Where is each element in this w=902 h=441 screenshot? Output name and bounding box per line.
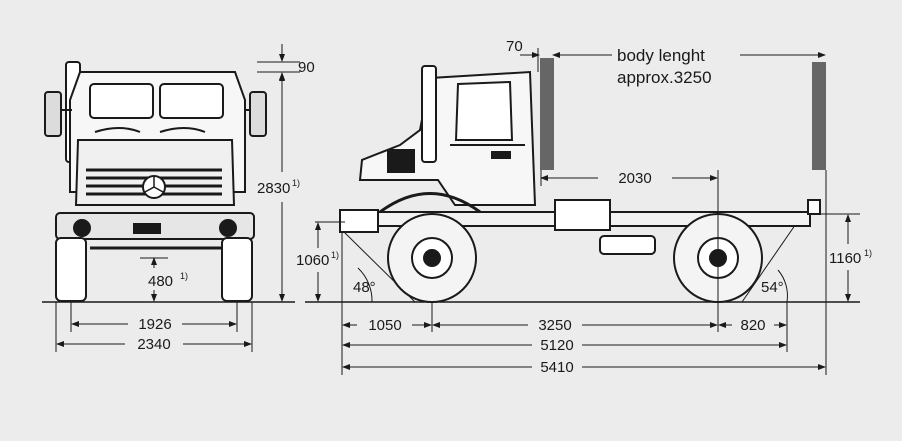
footnote-1160: 1) — [864, 248, 872, 258]
footnote-480: 1) — [180, 271, 188, 281]
label-1060: 1060 — [296, 252, 329, 269]
footnote-2830: 1) — [292, 178, 300, 188]
front-right-wheel — [221, 237, 253, 302]
label-5410: 5410 — [540, 359, 573, 376]
label-1926: 1926 — [138, 316, 171, 333]
side-view — [305, 65, 860, 303]
label-70: 70 — [506, 38, 523, 55]
front-hood — [74, 139, 236, 206]
front-left-window — [89, 83, 154, 119]
side-front-bumper — [339, 209, 379, 233]
dimension-labels: 90 2830 1) 480 1) 1926 2340 70 body leng… — [137, 38, 872, 376]
front-fender — [379, 192, 481, 214]
label-480: 480 — [148, 273, 173, 290]
front-left-headlight — [73, 219, 91, 237]
label-1160: 1160 — [829, 250, 861, 267]
label-3250: 3250 — [538, 317, 571, 334]
body-start-marker — [540, 58, 554, 170]
front-dimensions — [55, 44, 300, 352]
angle-48: 48° — [353, 279, 376, 296]
footnote-1060: 1) — [331, 250, 339, 260]
body-end-marker — [812, 62, 826, 170]
front-right-headlight — [219, 219, 237, 237]
label-90: 90 — [298, 59, 315, 76]
side-dimensions — [315, 48, 860, 375]
front-left-mirror — [44, 91, 62, 137]
label-2340: 2340 — [137, 336, 170, 353]
front-left-wheel — [55, 237, 87, 302]
label-5120: 5120 — [540, 337, 573, 354]
fuel-tank — [599, 235, 656, 255]
body-length-title: body lenght — [617, 46, 705, 65]
front-view — [42, 61, 295, 303]
label-1050: 1050 — [368, 317, 401, 334]
side-exhaust-stack — [421, 65, 437, 163]
front-right-window — [159, 83, 224, 119]
front-right-mirror — [249, 91, 267, 137]
body-length-value: approx.3250 — [617, 68, 712, 87]
label-2830: 2830 — [257, 180, 290, 197]
label-2030: 2030 — [618, 170, 651, 187]
angle-54: 54° — [761, 279, 784, 296]
label-820: 820 — [740, 317, 765, 334]
side-cab-window — [454, 80, 514, 141]
